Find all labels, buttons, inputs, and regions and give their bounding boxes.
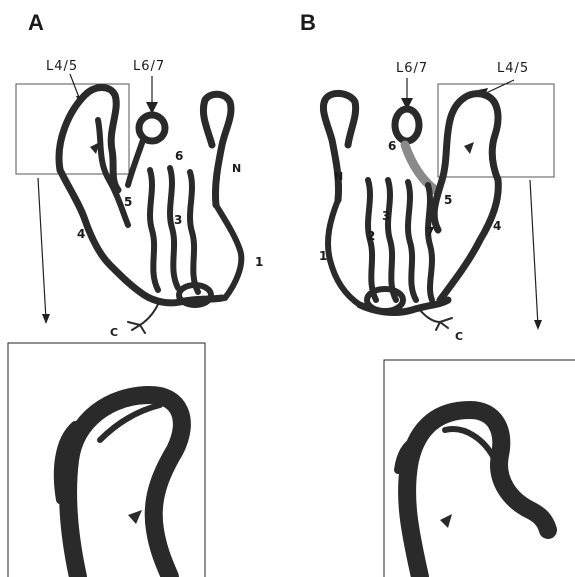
panel-a-ribbon	[59, 88, 241, 334]
panel-a-strand-1: 1	[255, 255, 263, 269]
panel-b-l45-label: L4/5	[497, 61, 529, 76]
panel-a-l45-label: L4/5	[46, 59, 78, 74]
panel-a-strand-6: 6	[175, 149, 183, 163]
panel-b: B L6/7 L4/5	[300, 10, 575, 577]
panel-b-n-term: N	[334, 170, 343, 183]
panel-a-strand-3: 3	[174, 213, 182, 227]
panel-a-zoom-arrow	[38, 178, 46, 320]
panel-b-strand-3: 3	[382, 209, 390, 223]
panel-b-c-term: C	[455, 330, 463, 343]
panel-b-strand-2: 2	[367, 229, 375, 243]
panel-b-letter: B	[300, 10, 316, 35]
panel-b-l67-label: L6/7	[396, 61, 428, 76]
panel-a-strand-4: 4	[77, 227, 85, 241]
panel-b-strand-6: 6	[388, 139, 396, 153]
panel-a: A L4/5 L6/7	[8, 10, 263, 577]
panel-b-l45-arrow	[484, 80, 514, 94]
panel-b-inset-ribbon	[398, 410, 548, 577]
panel-a-inset-ribbon	[58, 395, 182, 577]
panel-b-strand-4: 4	[493, 219, 501, 233]
panel-b-ribbon	[323, 93, 498, 330]
panel-b-zoom-arrow	[530, 180, 538, 326]
panel-b-strand-1: 1	[319, 249, 327, 263]
panel-b-strand-5: 5	[444, 193, 452, 207]
panel-a-l67-label: L6/7	[133, 59, 165, 74]
panel-a-strand-5: 5	[124, 195, 132, 209]
panel-a-n-term: N	[232, 162, 241, 175]
panel-a-letter: A	[28, 10, 44, 35]
panel-b-strand-7: 7	[426, 225, 434, 239]
panel-a-c-term: C	[110, 326, 118, 339]
